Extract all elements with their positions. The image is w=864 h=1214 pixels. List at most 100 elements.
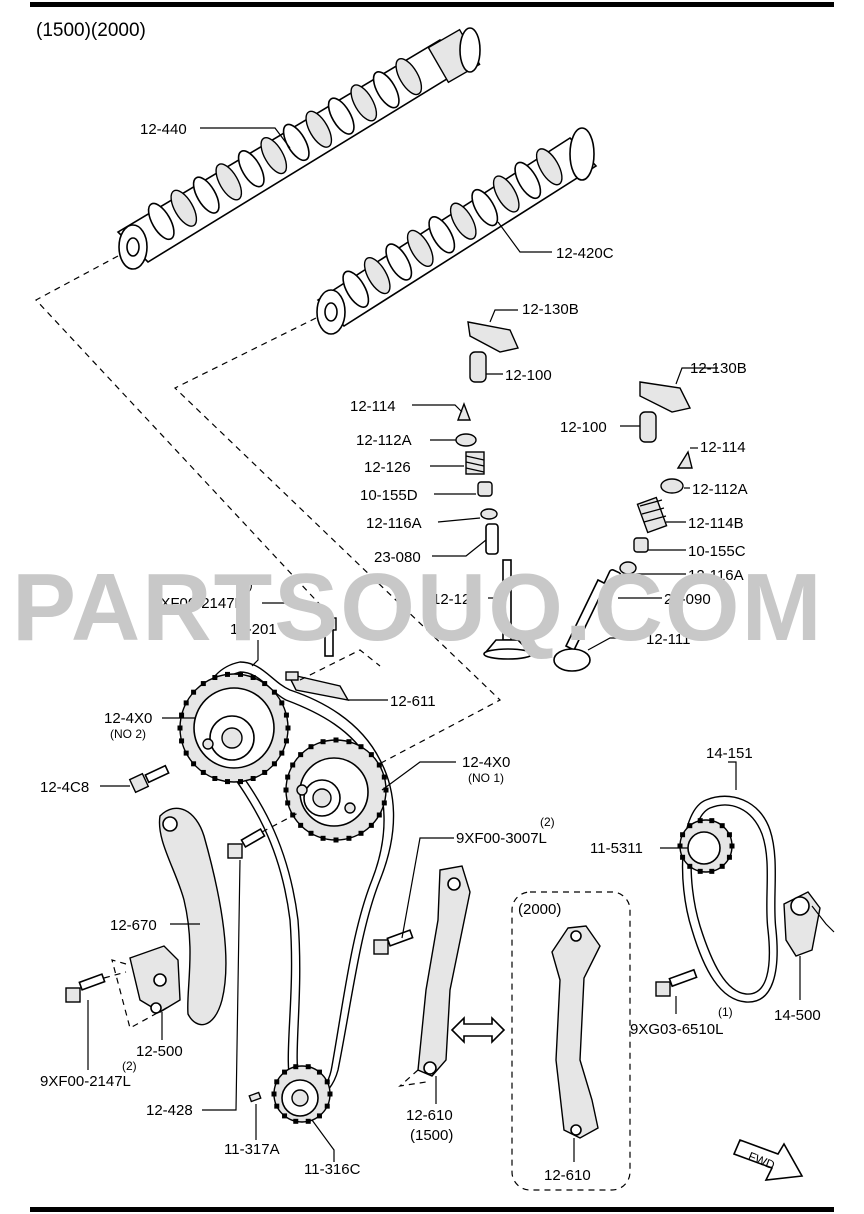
- chain-guide-2000[interactable]: [551, 925, 601, 1139]
- exhaust-valve[interactable]: [483, 559, 533, 660]
- oil-pump-chain-tensioner[interactable]: [783, 891, 835, 957]
- sprocket-tooth: [271, 761, 277, 767]
- sprocket-tooth: [274, 1103, 280, 1109]
- label-12-4x0-no1-sub: (NO 1): [468, 771, 504, 785]
- oil-pump-sprocket[interactable]: [679, 819, 733, 873]
- cam-lobe: [492, 175, 520, 213]
- cam-lobe: [350, 84, 378, 122]
- rocker-arm-right[interactable]: [639, 381, 692, 413]
- sprocket-tooth: [283, 738, 289, 744]
- bolt-lower-qty: (2): [122, 1059, 137, 1073]
- bottom-rule: [30, 1207, 834, 1212]
- sprocket-tooth: [333, 737, 339, 743]
- cam-lobe: [215, 163, 243, 201]
- valve-keeper-right[interactable]: [676, 450, 693, 469]
- timing-chain-12-201[interactable]: [202, 661, 395, 1101]
- forward-direction-icon: FWD: [732, 1138, 804, 1181]
- sprocket-tooth: [285, 725, 291, 731]
- watermark: PARTSOUQ.COM: [12, 554, 824, 661]
- sprocket-tooth: [680, 854, 686, 860]
- label-12-610-1500: 12-610: [406, 1107, 453, 1124]
- valve-seal-left[interactable]: [477, 481, 493, 497]
- bolt-top-qty: (2): [238, 578, 253, 592]
- sprocket-tooth: [262, 769, 268, 775]
- valve-spring-right[interactable]: [636, 496, 668, 534]
- label-12-112a-left: 12-112A: [356, 432, 412, 449]
- sprocket-tooth: [271, 1091, 277, 1097]
- cam-lobe: [342, 270, 370, 308]
- sprocket-tooth: [381, 774, 387, 780]
- spring-retainer-left[interactable]: [455, 433, 477, 447]
- lash-adjuster-left[interactable]: [469, 351, 487, 383]
- cam-lobe: [260, 136, 288, 175]
- label-12-112a-right: 12-112A: [692, 481, 748, 498]
- bolt-9xg03-6510l[interactable]: [655, 968, 698, 997]
- sprocket-tooth: [200, 769, 206, 775]
- bolt-9xf00-2147l-top[interactable]: [321, 617, 337, 657]
- sprocket-tooth: [283, 787, 289, 793]
- sprocket-tooth: [238, 671, 244, 677]
- label-9xf00-2147l-lower: 9XF00-2147L: [40, 1073, 131, 1090]
- valve-keeper-left[interactable]: [456, 402, 472, 421]
- label-12-670: 12-670: [110, 917, 157, 934]
- label-12-116a-left: 12-116A: [366, 515, 422, 532]
- rocker-arm-left[interactable]: [467, 321, 519, 353]
- chain-tensioner-arm[interactable]: [158, 807, 227, 1026]
- valve-spring-left[interactable]: [465, 451, 485, 475]
- bolt-9xf00-3007l[interactable]: [373, 929, 414, 955]
- cam-lobe: [192, 176, 220, 214]
- sprocket-tooth: [183, 750, 189, 756]
- sprocket-tooth: [177, 725, 183, 731]
- intake-valve[interactable]: [553, 578, 608, 672]
- sprocket-tooth: [358, 830, 364, 836]
- sprocket-tooth: [316, 1069, 322, 1075]
- label-12-440: 12-440: [140, 121, 187, 138]
- sprocket-tooth: [687, 823, 693, 829]
- sprocket-tooth: [250, 675, 256, 681]
- exhaust-camshaft[interactable]: [116, 27, 481, 270]
- oil-pump-chain[interactable]: [681, 795, 778, 1003]
- sprocket-tooth: [308, 830, 314, 836]
- interchange-arrow: [450, 1016, 506, 1044]
- sprocket-tooth: [327, 1091, 333, 1097]
- sprocket-tooth: [282, 1113, 288, 1119]
- cam-lobe: [395, 57, 423, 96]
- sprocket-tooth: [677, 843, 683, 849]
- cam-lobe: [305, 110, 333, 148]
- label-9xf00-3007l: 9XF00-3007L: [456, 830, 547, 847]
- sprocket-tooth: [238, 779, 244, 785]
- bolt-9xf00-2147l-lower[interactable]: [65, 973, 106, 1003]
- hydraulic-chain-tensioner[interactable]: [129, 945, 181, 1014]
- sprocket-tooth: [697, 818, 703, 824]
- label-14-151: 14-151: [706, 745, 753, 762]
- sprocket-tooth: [324, 1079, 330, 1085]
- label-12-121: 12-121: [432, 591, 479, 608]
- bolt-mid-qty: (2): [540, 815, 555, 829]
- valve-seal-right[interactable]: [633, 537, 649, 553]
- cam-lobe: [170, 189, 198, 227]
- label-23-080: 23-080: [374, 549, 421, 566]
- label-14-500: 14-500: [774, 1007, 821, 1024]
- cam-lobe: [471, 188, 499, 227]
- label-12-130b-left: 12-130B: [522, 301, 579, 318]
- spring-seat-right[interactable]: [619, 561, 637, 575]
- cam-lobe: [147, 202, 175, 241]
- label-9xf00-2147l-top: 9XF00-2147L: [152, 595, 243, 612]
- sprocket-tooth: [320, 739, 326, 745]
- cam-sprocket-no2[interactable]: [179, 673, 289, 783]
- intake-camshaft[interactable]: [316, 127, 598, 335]
- chain-guide-1500[interactable]: [417, 865, 471, 1077]
- label-12-126: 12-126: [364, 459, 411, 476]
- sprocket-bolt-12-4c8[interactable]: [128, 764, 170, 794]
- lash-adjuster-right[interactable]: [639, 411, 657, 443]
- valve-guide-left[interactable]: [485, 523, 499, 555]
- sprocket-tooth: [346, 835, 352, 841]
- spring-seat-left[interactable]: [480, 508, 498, 520]
- spring-retainer-right[interactable]: [660, 478, 684, 494]
- crankshaft-key[interactable]: [248, 1091, 262, 1103]
- tensioner-arm-bolt[interactable]: [227, 827, 266, 859]
- cam-sprocket-no1[interactable]: [285, 739, 387, 841]
- sprocket-tooth: [179, 712, 185, 718]
- label-12-610-2000: 12-610: [544, 1167, 591, 1184]
- upper-chain-guide[interactable]: [285, 671, 350, 701]
